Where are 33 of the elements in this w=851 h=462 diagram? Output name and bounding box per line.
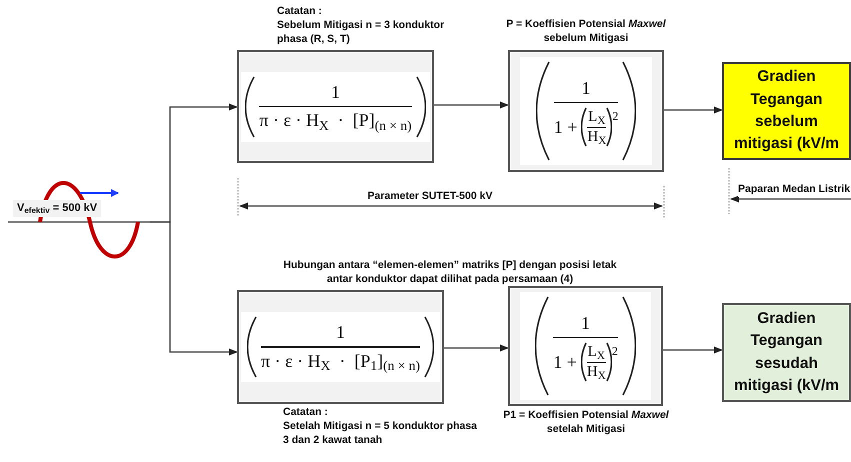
formula-box	[508, 50, 664, 172]
formula-numerator: L$_{X}$	[588, 108, 606, 127]
exponent: 2	[612, 343, 618, 360]
note-text: Sebelum Mitigasi n = 3 konduktor phasa (R, S, T)	[277, 18, 446, 47]
formula-denominator: π · ε · H$_{X}$ · [P$_{1}$]$_{(n × n)}$	[261, 350, 420, 375]
arrow	[434, 102, 509, 108]
formula-numerator: 1	[336, 321, 345, 344]
arrow	[150, 221, 238, 356]
note-text: Setelah Mitigasi n = 5 konduktor phasa 3 dan 2 kawat tanah	[283, 419, 478, 448]
exponent: 2	[612, 108, 618, 126]
formula-numerator: L$_{X}$	[588, 343, 605, 362]
formula-box	[237, 50, 434, 163]
formula-box	[237, 290, 444, 404]
note-text: Catatan :	[277, 4, 322, 18]
annotation-text: Paparan Medan Listrik	[738, 183, 850, 197]
result-box: Gradien Tegangan sesudah mitigasi (kV/m	[722, 303, 851, 402]
formula-denominator: π · ε · H$_{X}$ · [P]$_{(n × n)}$	[259, 109, 412, 134]
formula-numerator: 1	[582, 76, 590, 100]
formula-term: 1 +	[554, 116, 578, 139]
formula-numerator: 1	[331, 80, 340, 104]
voltage-label: V$_{efektiv}$ = 500 kV	[13, 200, 102, 216]
note-text: Catatan :	[283, 405, 328, 420]
formula-box	[508, 286, 663, 406]
arrow	[664, 106, 723, 114]
arrow	[663, 346, 723, 354]
formula-numerator: 1	[581, 312, 590, 335]
formula-denominator: H$_{X}$	[586, 362, 606, 382]
arrow	[444, 344, 509, 352]
formula-term: 1 +	[553, 350, 577, 374]
formula-denominator: H$_{X}$	[587, 128, 606, 146]
note-text: P1 = Koeffisien Potensial Maxwel setelah Mitigasi	[502, 408, 670, 436]
note-text: P = Koeffisien Potensial Maxwel sebelum Mitigasi	[505, 17, 667, 46]
result-box: Gradien Tegangan sebelum mitigasi (kV/m	[722, 62, 851, 160]
